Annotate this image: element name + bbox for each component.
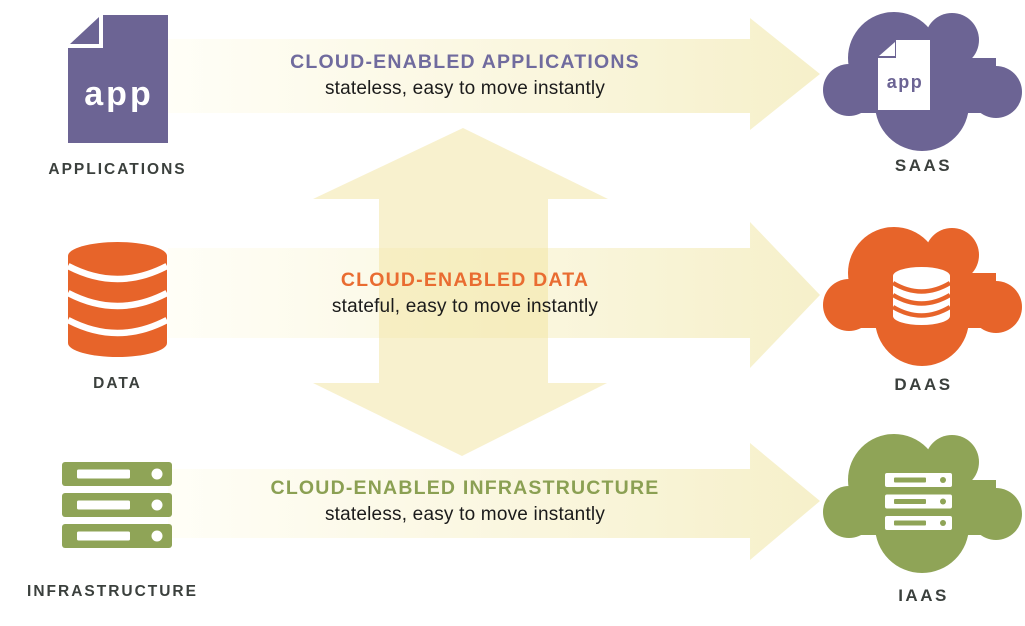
app-badge-small: app xyxy=(887,72,924,92)
cloud-database-icon xyxy=(823,227,1022,366)
band-subtitle-data: stateful, easy to move instantly xyxy=(331,296,599,317)
database-small-icon xyxy=(891,267,952,325)
source-label-applications: APPLICATIONS xyxy=(48,161,187,178)
app-document-small-icon: app xyxy=(878,40,930,110)
server-stack-small-icon xyxy=(885,473,952,530)
source-label-infrastructure: INFRASTRUCTURE xyxy=(27,583,198,600)
database-icon xyxy=(68,242,167,357)
target-label-daas: DAAS xyxy=(894,375,953,394)
band-title-applications: CLOUD-ENABLED APPLICATIONS xyxy=(290,51,640,73)
app-document-icon: app xyxy=(68,15,168,143)
app-badge: app xyxy=(84,75,153,113)
band-text-data: CLOUD-ENABLED DATA stateful, easy to mov… xyxy=(170,268,760,318)
band-title-infrastructure: CLOUD-ENABLED INFRASTRUCTURE xyxy=(270,477,660,499)
vertical-double-arrow-icon xyxy=(313,128,608,456)
band-arrow-applications xyxy=(168,18,820,130)
band-subtitle-applications: stateless, easy to move instantly xyxy=(324,78,606,99)
band-text-infrastructure: CLOUD-ENABLED INFRASTRUCTURE stateless, … xyxy=(170,476,760,526)
target-label-saas: SAAS xyxy=(894,156,953,175)
cloud-app-icon: app xyxy=(823,12,1022,151)
source-label-data: DATA xyxy=(93,375,142,392)
band-text-applications: CLOUD-ENABLED APPLICATIONS stateless, ea… xyxy=(170,50,760,100)
band-subtitle-infrastructure: stateless, easy to move instantly xyxy=(324,504,606,525)
target-label-iaas: IAAS xyxy=(898,586,949,605)
band-arrow-infrastructure xyxy=(168,443,820,560)
band-title-data: CLOUD-ENABLED DATA xyxy=(340,269,590,291)
cloud-server-icon xyxy=(823,434,1022,573)
server-stack-icon xyxy=(62,462,172,548)
